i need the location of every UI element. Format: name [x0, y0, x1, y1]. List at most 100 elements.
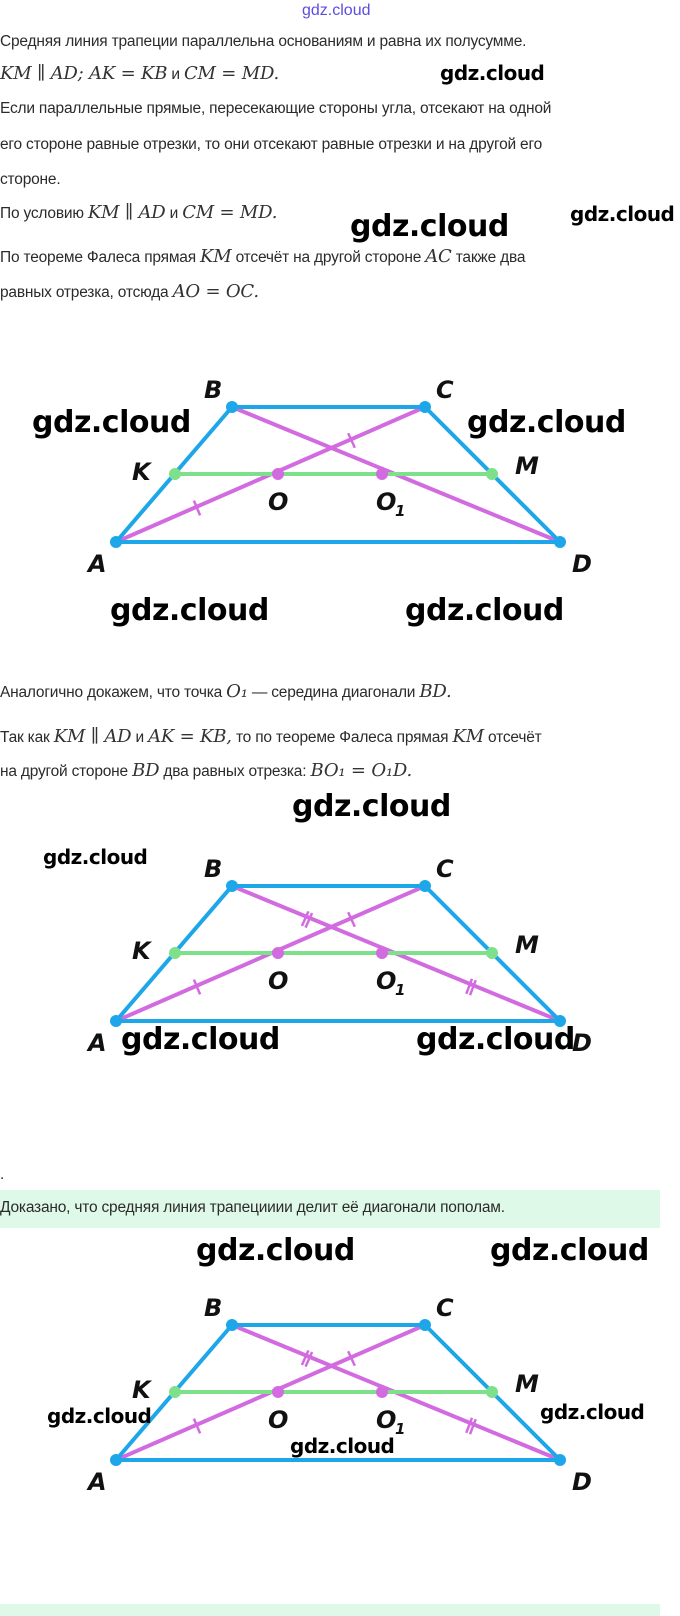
- paragraph: на другой стороне BD два равных отрезка:…: [0, 760, 412, 781]
- text: также два: [451, 249, 526, 266]
- math: BD.: [419, 681, 452, 702]
- paragraph-math: KM ∥ AD; AK = KB и CM = MD.: [0, 63, 279, 84]
- label-m: M: [515, 931, 539, 959]
- watermark: gdz.cloud: [570, 202, 675, 226]
- math: KM ∥ AD: [87, 202, 166, 223]
- point-o1: [376, 947, 388, 959]
- point-k: [169, 1386, 181, 1398]
- point-d: [554, 1015, 566, 1027]
- equal-tick-mark: [192, 1418, 202, 1434]
- label-a: A: [86, 1468, 107, 1496]
- text: и: [167, 66, 184, 83]
- watermark: gdz.cloud: [440, 61, 545, 85]
- math: BD: [132, 760, 160, 781]
- point-k: [169, 468, 181, 480]
- math: BO₁ = O₁D.: [310, 760, 412, 781]
- point-o: [272, 1386, 284, 1398]
- label-o1-subscript: 1: [395, 1420, 405, 1438]
- text: — середина диагонали: [247, 684, 420, 701]
- equal-tick-mark: [304, 912, 314, 929]
- label-k: K: [132, 1376, 153, 1404]
- point-b: [226, 880, 238, 892]
- label-o: O: [268, 488, 288, 516]
- paragraph: По условию KM ∥ AD и CM = MD.: [0, 202, 277, 223]
- label-o: O: [268, 1406, 288, 1434]
- label-b: B: [204, 1294, 222, 1322]
- watermark: gdz.cloud: [121, 1022, 280, 1057]
- equal-tick-mark: [300, 1349, 310, 1366]
- label-k: K: [132, 458, 153, 486]
- math: CM = MD.: [183, 63, 280, 84]
- math: KM ∥ AD: [53, 726, 132, 747]
- text: По теореме Фалеса прямая: [0, 249, 201, 266]
- paragraph: стороне.: [0, 171, 61, 188]
- math: KM ∥ AD; AK = KB: [0, 63, 168, 84]
- point-o1: [376, 1386, 388, 1398]
- point-a: [110, 1454, 122, 1466]
- label-m: M: [515, 452, 539, 480]
- equal-tick-mark: [347, 432, 356, 449]
- equal-tick-mark: [465, 978, 474, 995]
- dot-text: .: [0, 1166, 5, 1183]
- math: AC: [425, 246, 452, 267]
- text: По условию: [0, 205, 88, 222]
- label-a: A: [86, 550, 107, 578]
- point-m: [486, 468, 498, 480]
- watermark: gdz.cloud: [490, 1233, 649, 1268]
- text: и: [165, 205, 183, 222]
- label-o1: O: [376, 967, 396, 995]
- point-o1: [376, 468, 388, 480]
- watermark: gdz.cloud: [196, 1233, 355, 1268]
- label-c: C: [436, 376, 454, 404]
- math: KM: [200, 246, 232, 267]
- watermark: gdz.cloud: [467, 405, 626, 440]
- equal-tick-mark: [192, 500, 202, 516]
- paragraph: Средняя линия трапеции параллельна основ…: [0, 33, 527, 50]
- site-link[interactable]: gdz.cloud: [302, 2, 371, 19]
- label-b: B: [204, 855, 222, 883]
- point-o: [272, 947, 284, 959]
- point-d: [554, 1454, 566, 1466]
- label-d: D: [572, 1029, 592, 1057]
- paragraph: Так как KM ∥ AD и AK = KB, то по теореме…: [0, 726, 542, 747]
- label-m: M: [515, 1370, 539, 1398]
- label-b: B: [204, 376, 222, 404]
- label-k: K: [132, 937, 153, 965]
- label-c: C: [436, 1294, 454, 1322]
- label-a: A: [86, 1029, 107, 1057]
- paragraph: его стороне равные отрезки, то они отсек…: [0, 136, 543, 153]
- paragraph: По теореме Фалеса прямая KM отсечёт на д…: [0, 246, 525, 267]
- math: AK = KB,: [148, 726, 232, 747]
- conclusion-text: Доказано, что средняя линия трапецииии д…: [0, 1199, 505, 1216]
- text: на другой стороне: [0, 763, 133, 780]
- equal-tick-mark: [300, 910, 310, 927]
- math: KM: [452, 726, 484, 747]
- equal-tick-mark: [347, 1350, 356, 1367]
- text: два равных отрезка:: [159, 763, 311, 780]
- text: то по теореме Фалеса прямая: [231, 729, 453, 746]
- math: CM = MD.: [182, 202, 278, 223]
- watermark: gdz.cloud: [540, 1400, 645, 1424]
- point-c: [419, 1319, 431, 1331]
- label-o1: O: [376, 488, 396, 516]
- watermark: gdz.cloud: [292, 789, 451, 824]
- label-o1: O: [376, 1406, 396, 1434]
- watermark-small: gdz.cloud: [290, 1434, 395, 1458]
- paragraph: Аналогично докажем, что точка O₁ — серед…: [0, 681, 452, 702]
- label-o1-subscript: 1: [395, 981, 405, 999]
- math: O₁: [226, 681, 248, 702]
- text: Так как: [0, 729, 54, 746]
- point-m: [486, 1386, 498, 1398]
- equal-tick-mark: [347, 911, 356, 928]
- point-c: [419, 880, 431, 892]
- label-d: D: [572, 550, 592, 578]
- label-d: D: [572, 1468, 592, 1496]
- point-a: [110, 1015, 122, 1027]
- equal-tick-mark: [468, 979, 477, 996]
- equal-tick-mark: [465, 1417, 474, 1434]
- watermark: gdz.cloud: [416, 1022, 575, 1057]
- watermark: gdz.cloud: [43, 845, 148, 869]
